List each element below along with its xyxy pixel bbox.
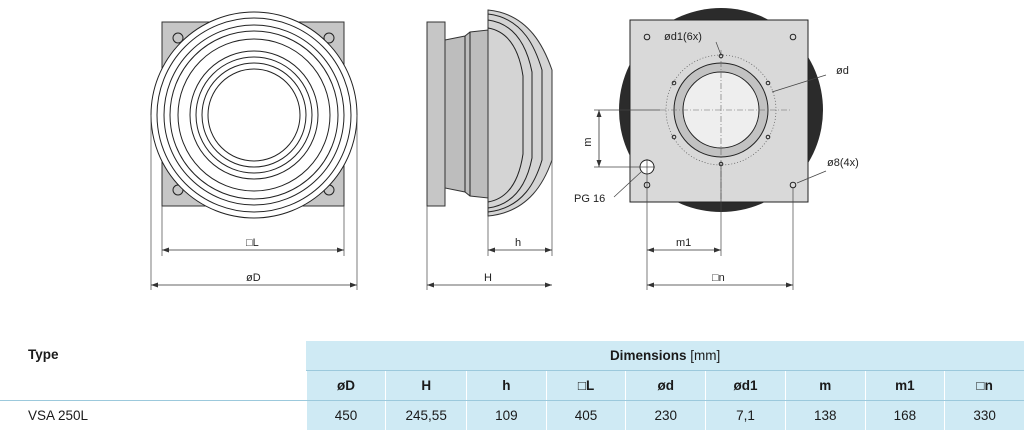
column-header: □n (945, 371, 1024, 401)
column-header: □L (546, 371, 626, 401)
column-header: h (466, 371, 546, 401)
label-h: h (515, 237, 521, 249)
table-cell: 405 (546, 401, 626, 430)
side-housing (445, 30, 488, 198)
row-type: VSA 250L (0, 401, 306, 430)
label-dia-d1: ød1(6x) (664, 31, 702, 43)
table-cell: 138 (785, 401, 865, 430)
side-mounting-plate (427, 22, 445, 206)
type-header: Type (0, 341, 306, 401)
dimensions-unit: [mm] (690, 348, 720, 363)
table-cell: 450 (306, 401, 386, 430)
label-sq-n: □n (712, 272, 725, 284)
dimensions-header: Dimensions [mm] (306, 341, 1024, 371)
column-header: ød (626, 371, 706, 401)
table-cell: 330 (945, 401, 1024, 430)
label-sq-L: □L (246, 237, 259, 249)
dimensions-header-label: Dimensions (610, 348, 687, 363)
label-m: m (582, 137, 594, 146)
table-row: VSA 250L 450 245,55 109 405 230 7,1 138 … (0, 401, 1024, 430)
table-header-row: Type Dimensions [mm] (0, 341, 1024, 371)
table-cell: 230 (626, 401, 706, 430)
label-H: H (484, 272, 492, 284)
table-cell: 7,1 (706, 401, 786, 430)
table-cell: 109 (466, 401, 546, 430)
rear-view (594, 8, 826, 290)
label-m1: m1 (676, 237, 691, 249)
column-header: m1 (865, 371, 945, 401)
column-header: øD (306, 371, 386, 401)
front-outer-ring (151, 12, 357, 218)
label-pg16: PG 16 (574, 193, 605, 205)
label-dia-d: ød (836, 65, 849, 77)
column-header: m (785, 371, 865, 401)
dimensions-table: Type Dimensions [mm] øD H h □L ød ød1 m … (0, 341, 1024, 430)
side-view (427, 10, 552, 290)
column-header: ød1 (706, 371, 786, 401)
table-cell: 245,55 (386, 401, 467, 430)
label-dia-8: ø8(4x) (827, 157, 859, 169)
technical-drawing: □L øD h H (0, 0, 1024, 300)
table-cell: 168 (865, 401, 945, 430)
label-dia-D: øD (246, 272, 261, 284)
column-header: H (386, 371, 467, 401)
